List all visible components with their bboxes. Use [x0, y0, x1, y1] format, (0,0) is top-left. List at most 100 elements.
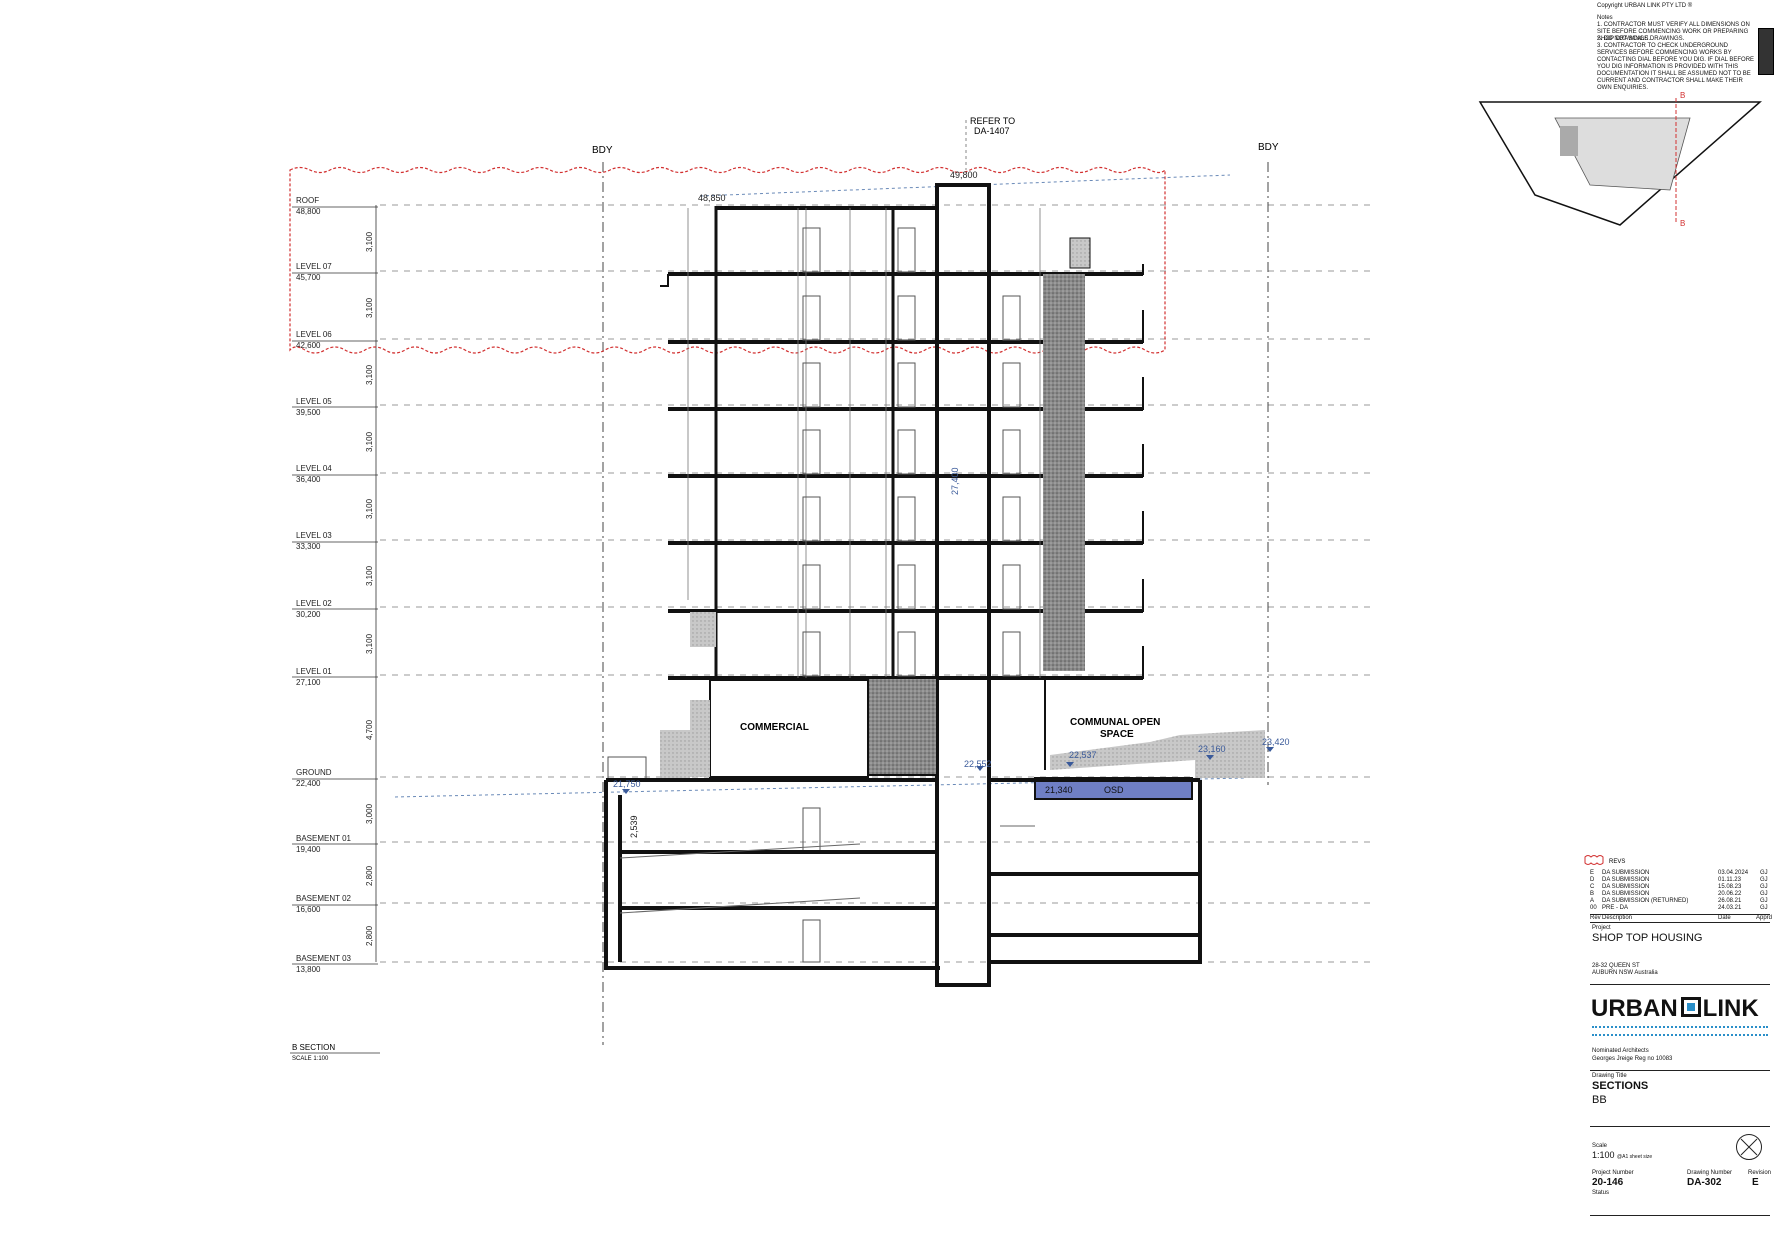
level-label-ground: GROUND: [296, 768, 332, 777]
section-caption: B SECTION: [292, 1043, 335, 1052]
dim-b02-b03: 2,800: [365, 925, 374, 946]
revision-row: C DA SUBMISSION 15.08.23 GJ: [1590, 884, 1770, 891]
rev-id: B: [1590, 891, 1595, 897]
address-line-2: AUBURN NSW Australia: [1592, 970, 1658, 976]
spot-street: 21,750: [613, 779, 641, 789]
nominated-architects-label: Nominated Architects: [1592, 1048, 1649, 1054]
spot-lift-top: 49,800: [950, 170, 978, 180]
level-rl-l03: 33,300: [296, 542, 321, 551]
project-name: SHOP TOP HOUSING: [1592, 932, 1703, 944]
dim-l07-l06: 3,100: [365, 297, 374, 318]
spot-ground-lift: 22,552: [964, 759, 992, 769]
logo-mark-icon: [1680, 997, 1701, 1017]
revision-row: E DA SUBMISSION 03.04.2024 GJ: [1590, 870, 1770, 877]
door-openings: [802, 227, 1021, 963]
spot-cos-3: 23,420: [1262, 737, 1290, 747]
rev-desc: DA SUBMISSION: [1602, 870, 1650, 876]
level-label-l02: LEVEL 02: [296, 599, 332, 608]
rev-desc: PRE - DA: [1602, 905, 1629, 911]
revision-row: D DA SUBMISSION 01.11.23 GJ: [1590, 877, 1770, 884]
level01-facade-hatch: [690, 612, 716, 647]
level-label-l01: LEVEL 01: [296, 667, 332, 676]
spot-roof-main: 48,850: [698, 193, 726, 203]
scale-label: Scale: [1592, 1143, 1608, 1149]
level-rl-roof: 48,800: [296, 207, 321, 216]
level-label-b03: BASEMENT 03: [296, 954, 352, 963]
notes-stamp: [1758, 28, 1774, 75]
rev-desc: DA SUBMISSION: [1602, 877, 1650, 883]
level-label-l05: LEVEL 05: [296, 397, 332, 406]
spot-lift-height: 27,400: [950, 467, 960, 495]
basement-structure: [604, 778, 1202, 970]
project-number-label: Project Number: [1592, 1170, 1634, 1176]
drawing-subtitle: BB: [1592, 1094, 1607, 1106]
keyplan-marker-bottom: B: [1680, 219, 1685, 228]
dim-ground-b01: 3,000: [365, 803, 374, 824]
rev-date: 24.03.21: [1718, 905, 1742, 911]
revision-row: B DA SUBMISSION 20.06.22 GJ: [1590, 891, 1770, 898]
bdy-left-label: BDY: [592, 145, 613, 156]
dim-l03-l02: 3,100: [365, 565, 374, 586]
notes-title: Notes: [1597, 15, 1613, 21]
revision-value: E: [1752, 1177, 1759, 1188]
note-2: 2. DO NOT SCALE DRAWINGS.: [1597, 36, 1685, 42]
level-label-roof: ROOF: [296, 196, 319, 205]
level-label-l06: LEVEL 06: [296, 330, 332, 339]
revision-row: 00 PRE - DA 24.03.21 GJ: [1590, 905, 1770, 912]
level-rl-l01: 27,100: [296, 678, 321, 687]
scale-value: 1:100 @A1 sheet size: [1592, 1150, 1652, 1160]
rev-cloud-legend: [1584, 855, 1604, 865]
note-3: 3. CONTRACTOR TO CHECK UNDERGROUND SERVI…: [1597, 43, 1755, 91]
roof-parapet-detail: [1069, 237, 1091, 269]
spot-level-markers: [622, 747, 1274, 794]
bdy-right-label: BDY: [1258, 142, 1279, 153]
rev-appr: GJ: [1760, 905, 1768, 911]
rev-col-rev: Rev: [1590, 915, 1601, 921]
level-rl-l04: 36,400: [296, 475, 321, 484]
level-label-b02: BASEMENT 02: [296, 894, 352, 903]
refer-to-label: REFER TO: [970, 116, 1015, 126]
dim-l02-l01: 3,100: [365, 633, 374, 654]
revision-cloud: [289, 166, 1166, 354]
level-rl-l05: 39,500: [296, 408, 321, 417]
spot-ramp: 2,539: [629, 815, 639, 838]
communal-open-space-label: COMMUNAL OPEN: [1070, 717, 1160, 728]
dim-l01-ground: 4,700: [365, 719, 374, 740]
rev-desc: DA SUBMISSION: [1602, 884, 1650, 890]
level-rl-ground: 22,400: [296, 779, 321, 788]
rev-col-date: Date: [1718, 915, 1731, 921]
spot-cos-2: 23,160: [1198, 744, 1226, 754]
osd-label: OSD: [1104, 785, 1124, 795]
masonry-facade-panel: [1043, 274, 1085, 671]
lift-lobby-hatch: [867, 677, 938, 776]
rev-id: A: [1590, 898, 1595, 904]
scale-suffix: @A1 sheet size: [1617, 1154, 1653, 1160]
drawing-title: SECTIONS: [1592, 1080, 1649, 1092]
rev-desc: DA SUBMISSION: [1602, 891, 1650, 897]
entry-planter-hatch: [660, 730, 690, 780]
key-plan: [1478, 98, 1762, 226]
level-datum-lines: [380, 204, 1370, 963]
communal-open-space-label-2: SPACE: [1100, 729, 1134, 740]
dim-l05-l04: 3,100: [365, 431, 374, 452]
level-label-l07: LEVEL 07: [296, 262, 332, 271]
refer-to-sheet: DA-1407: [974, 126, 1010, 136]
commercial-facade-hatch: [690, 700, 710, 777]
level-underlines: [292, 206, 378, 965]
keyplan-marker-top: B: [1680, 91, 1685, 100]
rev-date: 03.04.2024: [1718, 870, 1749, 876]
level-rl-b02: 16,600: [296, 905, 321, 914]
logo-contact-lines: [1592, 1026, 1768, 1036]
osd-spot-level: 21,340: [1045, 785, 1073, 795]
balcony-edges: [660, 264, 1144, 679]
rev-id: 00: [1590, 905, 1597, 911]
status-label: Status: [1592, 1190, 1610, 1196]
dim-l06-l05: 3,100: [365, 364, 374, 385]
rev-appr: GJ: [1760, 884, 1768, 890]
dim-b01-b02: 2,800: [365, 865, 374, 886]
level-labels: ROOF 48,800 LEVEL 07 45,700 LEVEL 06 42,…: [296, 196, 352, 974]
facade-lines: [687, 208, 1041, 678]
drawing-number-label: Drawing Number: [1687, 1170, 1733, 1176]
rev-date: 26.08.21: [1718, 898, 1742, 904]
